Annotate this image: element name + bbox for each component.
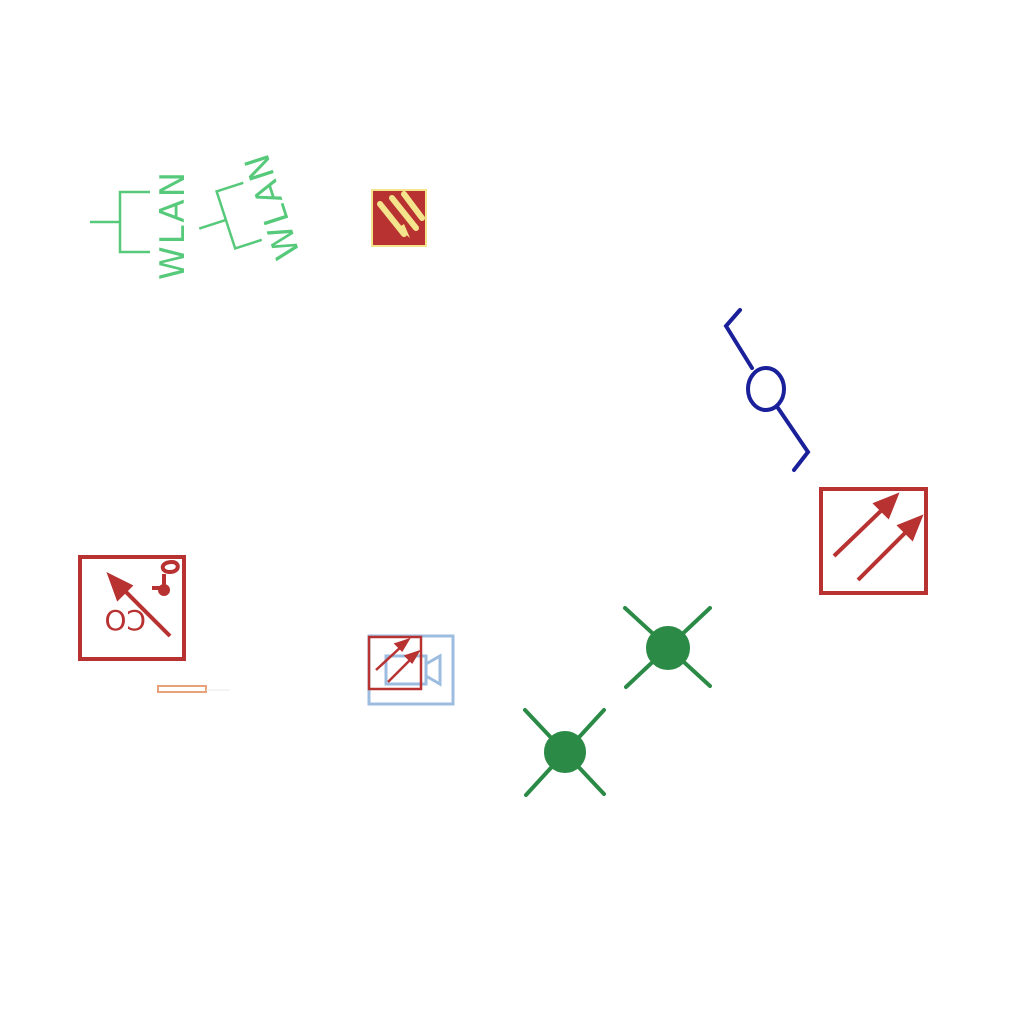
wlan-antenna-symbol-rotated: WLAN [198, 147, 309, 264]
double-arrow-icon [375, 637, 421, 683]
strip-icon [157, 685, 207, 693]
lamp-icon [523, 708, 606, 797]
double-arrow-icon [832, 492, 924, 582]
co-detector-icon [106, 560, 180, 638]
lamp-cross-symbol-lower [523, 708, 606, 797]
lamp-cross-symbol-upper [623, 606, 712, 689]
arrow-head-icon [398, 224, 410, 238]
lamp-icon [623, 606, 712, 689]
wlan-antenna-symbol: WLAN [90, 170, 193, 280]
strip-symbol [157, 685, 230, 693]
wlan-icon [90, 190, 150, 254]
wlan-icon [198, 181, 263, 251]
dual-detector-symbol [819, 487, 928, 595]
co-label: CO [104, 604, 146, 637]
valve-icon [723, 308, 811, 472]
co-detector-symbol: CO [78, 555, 186, 661]
check-valve-symbol [723, 308, 811, 472]
wlan-label: WLAN [237, 147, 309, 264]
fire-alarm-small-symbol [371, 189, 427, 247]
camera-detector-symbol [367, 634, 455, 706]
wlan-label: WLAN [153, 170, 193, 280]
